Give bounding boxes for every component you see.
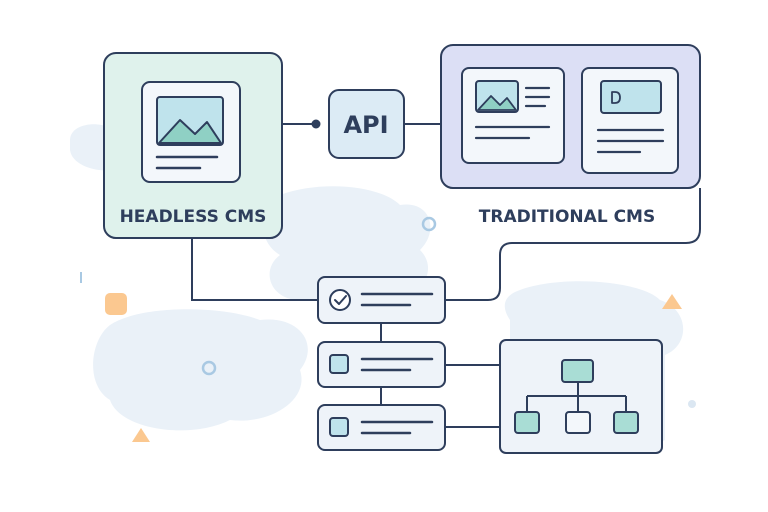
api-label: API	[343, 111, 388, 139]
document-icon	[600, 80, 662, 114]
list-item	[317, 341, 446, 388]
hierarchy-node-left	[514, 411, 540, 434]
ring-decoration-bottom	[201, 360, 217, 376]
checkbox-icon	[329, 417, 349, 437]
ring-decoration-top	[421, 216, 437, 232]
api-box	[328, 89, 405, 159]
dot-decoration-right	[688, 400, 696, 408]
traditional-cms-label: TRADITIONAL CMS	[479, 207, 655, 227]
hierarchy-node-root	[561, 359, 594, 383]
hierarchy-node-right	[613, 411, 639, 434]
connectors	[191, 119, 701, 428]
hierarchy-icon	[514, 359, 639, 434]
list-item	[317, 276, 446, 324]
image-icon	[156, 96, 224, 146]
connector-headless-list	[191, 238, 318, 301]
image-icon	[475, 80, 519, 113]
hierarchy-node-middle	[565, 411, 591, 434]
orange-triangle-decoration-left	[132, 428, 150, 442]
orange-triangle-decoration-right	[662, 294, 682, 309]
traditional-page-card-1	[461, 67, 565, 164]
connector-dot	[311, 119, 321, 129]
content-list	[317, 276, 446, 451]
headless-cms-panel: HEADLESS CMS	[103, 52, 283, 239]
blob-left	[70, 124, 110, 171]
headless-cms-label: HEADLESS CMS	[120, 207, 267, 227]
traditional-page-card-2	[581, 67, 679, 174]
checkbox-icon	[329, 354, 349, 374]
decorations	[80, 216, 696, 442]
hierarchy-panel	[499, 339, 663, 454]
connector-traditional-list	[445, 188, 701, 301]
traditional-cms-panel: TRADITIONAL CMS	[440, 44, 701, 227]
checkmark-icon	[329, 289, 351, 311]
blob-center	[263, 186, 431, 300]
blob-bottom-left	[93, 309, 308, 431]
api-node: API	[328, 89, 405, 159]
orange-square-decoration	[105, 293, 127, 315]
list-item	[317, 404, 446, 451]
